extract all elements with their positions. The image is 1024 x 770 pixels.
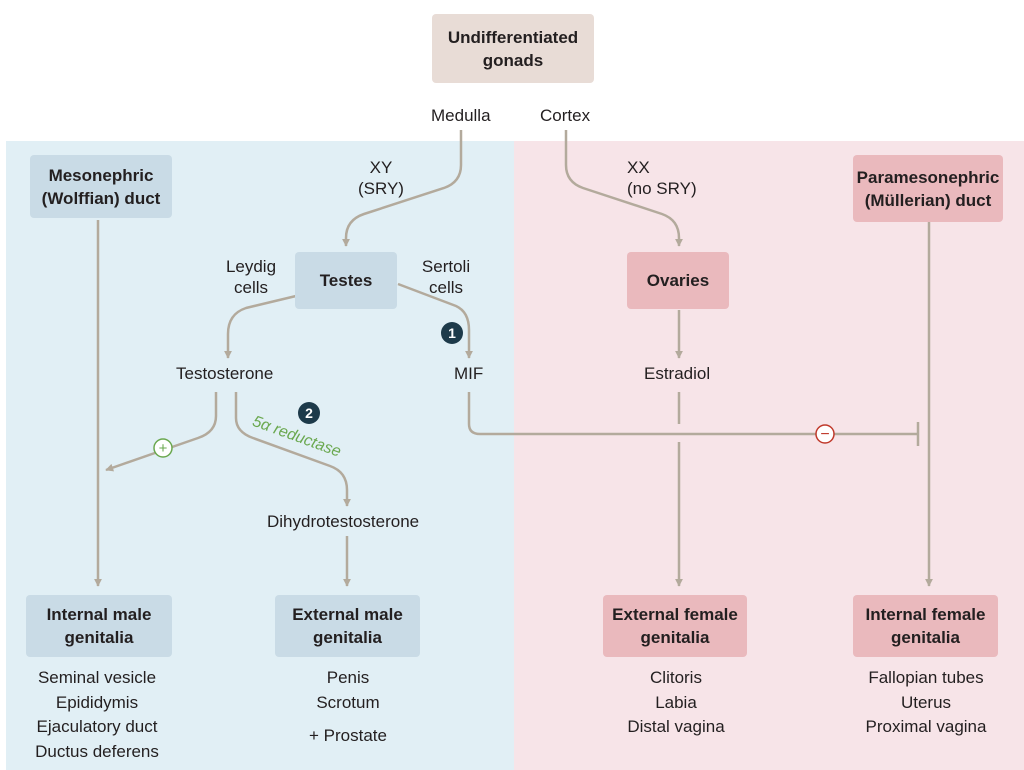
testosterone-label: Testosterone bbox=[176, 364, 274, 383]
list-item: Distal vagina bbox=[627, 717, 725, 736]
mif-label: MIF bbox=[454, 364, 484, 383]
list-item: Proximal vagina bbox=[865, 717, 987, 736]
xy-sry-label: XY (SRY) bbox=[358, 158, 404, 198]
xx-no-sry-label: XX (no SRY) bbox=[627, 158, 697, 198]
external-female-genitalia-box: External female genitalia bbox=[603, 595, 747, 657]
leydig-to-testosterone-arrow bbox=[224, 294, 297, 359]
medulla-label: Medulla bbox=[431, 106, 491, 125]
dihydrotestosterone-label: Dihydrotestosterone bbox=[267, 512, 420, 531]
testes-box: Testes bbox=[295, 252, 397, 309]
stimulate-sign bbox=[153, 438, 173, 458]
external-male-list: Penis Scrotum + Prostate bbox=[278, 666, 418, 749]
mif-inhibition-line bbox=[467, 392, 918, 436]
list-item: Fallopian tubes bbox=[868, 668, 984, 687]
list-item: Uterus bbox=[900, 692, 952, 712]
external-male-genitalia-box: External male genitalia bbox=[275, 595, 420, 657]
wolffian-duct-box: Mesonephric (Wolffian) duct bbox=[30, 155, 172, 218]
stimulate-sign-text: + bbox=[159, 440, 168, 457]
list-item: Ductus deferens bbox=[35, 741, 159, 761]
testosterone-to-wolffian-arrow bbox=[105, 392, 218, 472]
internal-female-genitalia-box: Internal female genitalia bbox=[853, 595, 998, 657]
inhibit-sign bbox=[815, 424, 835, 444]
cortex-to-ovaries-arrow bbox=[564, 130, 683, 247]
cortex-label: Cortex bbox=[540, 106, 591, 125]
step-two-badge: 2 bbox=[298, 402, 320, 424]
list-item: Labia bbox=[655, 692, 697, 712]
external-female-list: Clitoris Labia Distal vagina bbox=[600, 666, 752, 740]
inhibit-sign-text: − bbox=[820, 426, 829, 443]
step-one-badge: 1 bbox=[441, 322, 463, 344]
list-item: Epididymis bbox=[55, 692, 139, 712]
list-item: Penis bbox=[326, 668, 370, 687]
sertoli-cells-label: Sertoli cells bbox=[421, 257, 471, 297]
ovaries-box: Ovaries bbox=[627, 252, 729, 309]
estradiol-label: Estradiol bbox=[644, 364, 711, 383]
testosterone-to-dht-arrow bbox=[234, 392, 351, 507]
mullerian-duct-box: Paramesonephric (Müllerian) duct bbox=[853, 155, 1003, 222]
internal-female-list: Fallopian tubes Uterus Proximal vagina bbox=[848, 666, 1004, 740]
list-item: Ejaculatory duct bbox=[36, 717, 158, 736]
internal-male-genitalia-box: Internal male genitalia bbox=[26, 595, 172, 657]
leydig-cells-label: Leydig cells bbox=[225, 257, 277, 297]
sertoli-to-mif-arrow bbox=[397, 282, 473, 359]
female-pathway-region bbox=[514, 141, 1024, 770]
list-item: Clitoris bbox=[650, 668, 702, 687]
male-pathway-region bbox=[6, 141, 514, 770]
list-item: Scrotum bbox=[316, 692, 380, 712]
undifferentiated-gonads-box: Undifferentiated gonads bbox=[432, 14, 594, 83]
prostate-item: + Prostate bbox=[309, 726, 387, 745]
list-item: Seminal vesicle bbox=[37, 668, 157, 687]
medulla-to-testes-arrow bbox=[342, 130, 463, 247]
internal-male-list: Seminal vesicle Epididymis Ejaculatory d… bbox=[6, 666, 188, 764]
